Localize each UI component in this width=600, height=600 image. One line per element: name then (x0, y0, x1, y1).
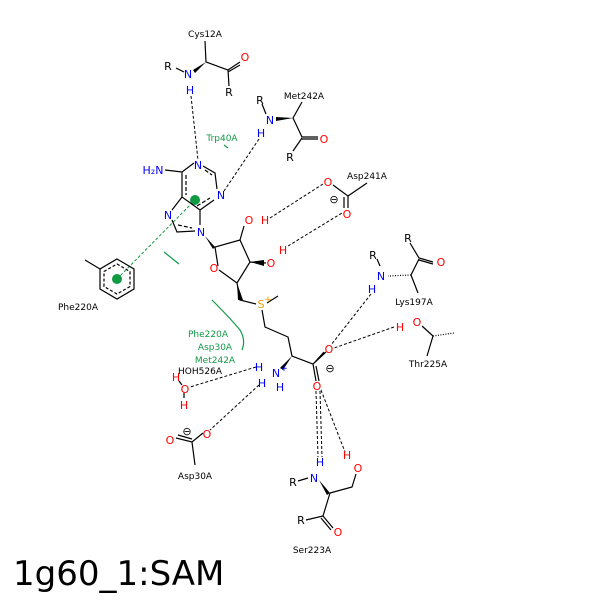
residue-label: Phe220A (58, 303, 99, 313)
residue-met242a: Met242A R N H O R (256, 92, 328, 164)
atom-label: S (258, 298, 265, 311)
charge-minus: ⊖ (329, 193, 338, 206)
atom-label: O (313, 380, 322, 393)
residue-asp241a: Asp241A O O ⊖ (324, 172, 388, 221)
atom-label: H (180, 399, 188, 412)
atom-label: H (396, 321, 404, 334)
charge-plus: + (264, 295, 272, 305)
residue-label: HOH526A (178, 367, 223, 377)
atom-label: H₂N (143, 164, 164, 177)
atom-label: R (256, 94, 264, 107)
atom-label: R (164, 60, 172, 73)
hydrophobic-contacts (163, 144, 245, 351)
atom-label: H (255, 361, 263, 374)
atom-label: O (334, 526, 343, 539)
atom-label: H (172, 371, 180, 384)
atom-label: O (245, 214, 254, 227)
hydrophobic-label: Phe220A (188, 330, 229, 340)
atom-label: O (343, 208, 352, 221)
atom-label: O (241, 51, 250, 64)
residue-label: Asp30A (178, 472, 213, 482)
atom-label: O (181, 383, 190, 396)
residue-lys197a: R O R N H Lys197A (368, 232, 446, 308)
atom-label: R (289, 476, 297, 489)
atom-label: H (279, 244, 287, 257)
residue-label: Lys197A (395, 298, 433, 308)
atom-label: O (203, 428, 212, 441)
ligand-sam: H₂N N N N N O O H O H S + H N + H H O O … (143, 159, 335, 394)
atom-label: O (166, 434, 175, 447)
atom-label: O (210, 262, 219, 275)
residue-ser223a: H N R H O R O Ser223A (289, 449, 362, 556)
residue-label: Thr225A (408, 360, 448, 370)
atom-label: N (164, 209, 172, 222)
atom-label: N (217, 189, 225, 202)
atom-label: O (325, 343, 334, 356)
residue-label: Cys12A (188, 30, 223, 40)
atom-label: H (316, 456, 324, 469)
hydrophobic-label: Met242A (195, 356, 236, 366)
atom-label: R (286, 151, 294, 164)
residue-label: Ser223A (293, 546, 332, 556)
atom-label: O (320, 133, 329, 146)
atom-label: O (437, 256, 446, 269)
atom-label: N (197, 226, 205, 239)
atom-label: H (261, 214, 269, 227)
atom-label: O (324, 176, 333, 189)
atom-label: O (267, 257, 276, 270)
atom-label: R (225, 86, 233, 99)
atom-label: N (310, 472, 318, 485)
ring-centroid (112, 274, 122, 284)
atom-label: N (194, 159, 202, 172)
atom-label: R (404, 232, 412, 245)
atom-label: H (257, 127, 265, 140)
residue-cys12a: Cys12A R N H O R (164, 30, 249, 99)
ring-centroid (190, 195, 200, 205)
atom-label: H (258, 377, 266, 390)
atom-label: H (343, 449, 351, 462)
residue-asp30a: O O ⊖ Asp30A (166, 425, 213, 482)
atom-label: R (369, 249, 377, 262)
diagram-title: 1g60_1:SAM (13, 554, 224, 594)
atom-label: N (184, 68, 192, 81)
residue-thr225a: H O Thr225A (396, 316, 455, 370)
atom-label: R (297, 514, 305, 527)
charge-minus: ⊖ (325, 362, 334, 375)
hydrogen-bonds (189, 95, 395, 458)
hydrophobic-label-trp40a: Trp40A (205, 134, 238, 144)
charge-plus: + (280, 364, 288, 374)
atom-label: O (413, 316, 422, 329)
residue-phe220a: Phe220A (58, 258, 135, 313)
residue-label: Met242A (284, 92, 325, 102)
pi-stacking (112, 195, 200, 284)
residue-label: Asp241A (347, 172, 388, 182)
hydrophobic-label: Asp30A (198, 343, 233, 353)
atom-label: O (354, 462, 363, 475)
atom-label: H (368, 283, 376, 296)
atom-label: H (276, 381, 284, 394)
hydrophobic-labels: Phe220A Asp30A Met242A (188, 330, 236, 366)
charge-minus: ⊖ (182, 425, 191, 438)
atom-label: N (272, 367, 280, 380)
atom-label: H (186, 84, 194, 97)
water-hoh526a: HOH526A H O H (172, 367, 223, 412)
atom-label: N (266, 114, 274, 127)
atom-label: N (377, 270, 385, 283)
